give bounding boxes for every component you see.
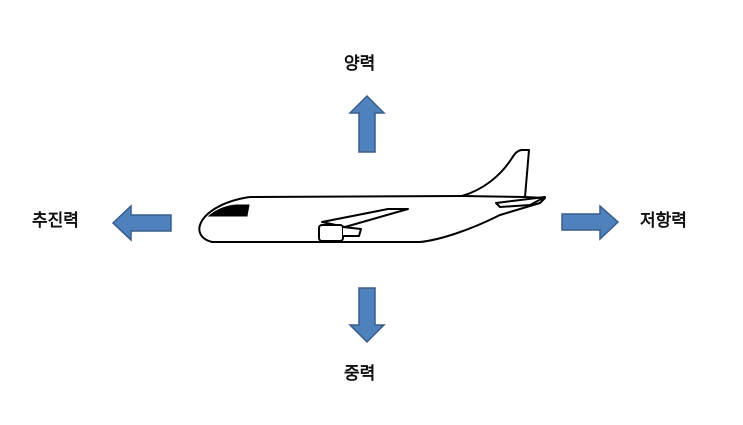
arrow-left-icon xyxy=(111,204,172,242)
horizontal-stabilizer xyxy=(495,196,546,208)
tail-fin xyxy=(461,149,530,198)
engine-nacelle xyxy=(318,224,344,242)
airplane-icon xyxy=(198,149,546,243)
weight-label: 중력 xyxy=(344,364,376,384)
arrow-down-icon xyxy=(348,287,386,344)
engine-intake xyxy=(342,226,362,237)
cockpit-window xyxy=(207,204,250,217)
drag-label: 저항력 xyxy=(640,211,687,231)
arrow-up-icon xyxy=(348,94,386,153)
lift-label: 양력 xyxy=(344,54,376,74)
arrow-right-icon xyxy=(561,204,620,241)
thrust-label: 추진력 xyxy=(32,211,79,231)
